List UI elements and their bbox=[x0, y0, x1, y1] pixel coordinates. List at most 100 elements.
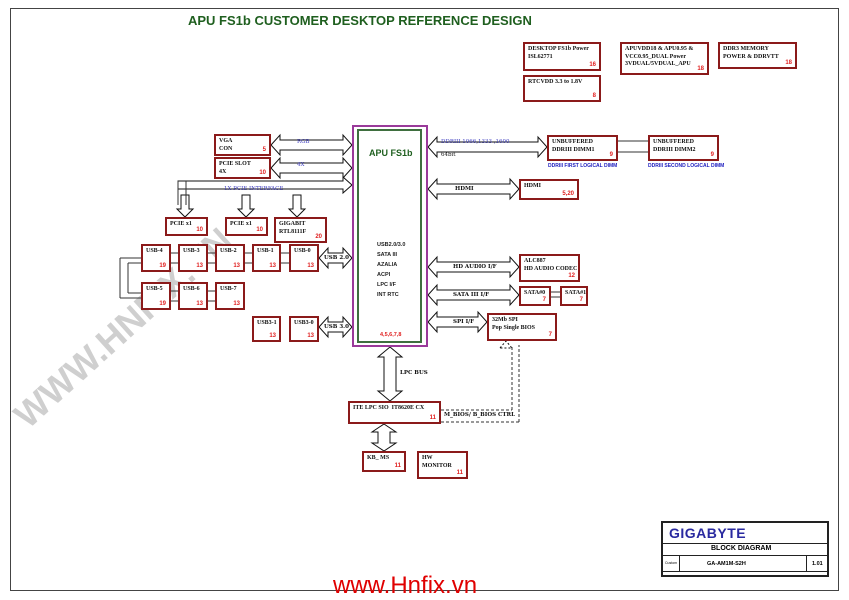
block-label: ITE LPC SIO IT8620E CX bbox=[353, 405, 425, 411]
page-ref: 9 bbox=[710, 152, 714, 158]
page-ref: 13 bbox=[307, 333, 314, 339]
rgb-label: RGB bbox=[297, 139, 310, 145]
page-ref: 7 bbox=[542, 297, 546, 303]
block-label: USB-7 bbox=[220, 286, 237, 292]
block-label: DDR3 MEMORY POWER & DDRVTT bbox=[723, 46, 779, 60]
gigabyte-logo: GIGABYTE bbox=[669, 525, 747, 541]
page-ref: 13 bbox=[196, 301, 203, 307]
block-label: DESKTOP FS1b Power ISL62771 bbox=[528, 46, 589, 60]
block-usb1: USB-1 13 bbox=[252, 244, 281, 272]
block-dimm2: UNBUFFERED DDRIII DIMM2 9 bbox=[648, 135, 719, 161]
double-arrow bbox=[270, 156, 353, 180]
title-block: GIGABYTE BLOCK DIAGRAM Custom GA-AM1M-S2… bbox=[661, 521, 829, 577]
block-usb3: USB-3 13 bbox=[178, 244, 208, 272]
block-label: UNBUFFERED DDRIII DIMM1 bbox=[552, 139, 595, 153]
apu-inner-box bbox=[357, 129, 422, 343]
page-ref: 13 bbox=[269, 263, 276, 269]
block-label: PCIE SLOT 4X bbox=[219, 161, 251, 175]
sata-label: SATA III I/F bbox=[453, 292, 490, 298]
page-ref: 19 bbox=[159, 301, 166, 307]
hdaudio-label: HD AUDIO I/F bbox=[453, 264, 497, 270]
block-label: HDMI bbox=[524, 183, 541, 189]
ddr-label: DDRIII 1066,1333 ,1600 bbox=[441, 139, 510, 145]
page-ref: 13 bbox=[269, 333, 276, 339]
apu-features: USB2.0/3.0 SATA III AZALIA ACPI LPC I/F … bbox=[377, 240, 405, 300]
block-label: HW MONITOR bbox=[422, 455, 452, 469]
page-ref: 11 bbox=[394, 463, 401, 469]
block-label: USB-1 bbox=[257, 248, 274, 254]
block-usb6: USB-6 13 bbox=[178, 282, 208, 310]
block-gigabit: GIGABIT RTL8111F 20 bbox=[274, 217, 327, 243]
dimm2-note: DDRIII SECOND LOGICAL DIMM bbox=[648, 163, 725, 169]
apu-feature: LPC I/F bbox=[377, 282, 396, 288]
apu-outer-box bbox=[352, 125, 428, 347]
block-rtcvdd: RTCVDD 3.3 to 1.8V 8 bbox=[523, 75, 601, 102]
dimm1-note: DDRIII FIRST LOGICAL DIMM bbox=[548, 163, 618, 169]
block-usb4: USB-4 19 bbox=[141, 244, 171, 272]
block-label: APUVDD18 & APU0.95 & VCC0.95_DUAL Power … bbox=[625, 46, 694, 67]
block-apuvdd: APUVDD18 & APU0.95 & VCC0.95_DUAL Power … bbox=[620, 42, 709, 75]
page-ref: 13 bbox=[196, 263, 203, 269]
block-label: VGA CON bbox=[219, 138, 233, 152]
arrow bbox=[376, 346, 404, 402]
block-label: GIGABIT RTL8111F bbox=[279, 221, 307, 235]
x4-label: 4X bbox=[297, 162, 305, 168]
bottom-watermark: www.Hnfix.vn bbox=[333, 572, 478, 599]
block-pcie-slot: PCIE SLOT 4X 10 bbox=[214, 157, 271, 179]
pcie-1x-label: 1X PCIE INTERFACE bbox=[224, 186, 284, 192]
page-ref: 13 bbox=[233, 301, 240, 307]
apu-pages: 4,5,6,7,8 bbox=[380, 332, 402, 338]
block-label: USB-5 bbox=[146, 286, 163, 292]
apu-feature: AZALIA bbox=[377, 262, 398, 268]
double-arrow bbox=[270, 133, 353, 157]
bios-ctrl-label: M_BIOS/ B_BIOS CTRL bbox=[444, 412, 515, 418]
usb30-label: USB 3.0 bbox=[324, 324, 349, 330]
block-label: UNBUFFERED DDRIII DIMM2 bbox=[653, 139, 696, 153]
page-ref: 8 bbox=[592, 93, 596, 99]
block-usb3-1: USB3-1 13 bbox=[252, 316, 281, 342]
block-label: SATA#0 bbox=[524, 290, 546, 296]
lpc-label: LPC BUS bbox=[400, 370, 428, 376]
block-label: 32Mb SPI Pop Single BIOS bbox=[492, 317, 536, 331]
dashed-arrow-head bbox=[498, 340, 514, 349]
spi-label: SPI I/F bbox=[453, 319, 475, 325]
page-ref: 5 bbox=[262, 147, 266, 153]
page-ref: 16 bbox=[589, 62, 596, 68]
block-label: PCIE x1 bbox=[170, 221, 192, 227]
arrow bbox=[236, 194, 256, 218]
block-label: RTCVDD 3.3 to 1.8V bbox=[528, 79, 583, 85]
block-hdmi: HDMI 5,20 bbox=[519, 179, 579, 200]
block-label: USB3-1 bbox=[257, 320, 277, 326]
page-ref: 10 bbox=[259, 170, 266, 176]
bit-label: 64bit bbox=[441, 152, 456, 158]
arrow bbox=[370, 423, 398, 452]
page-ref: 5,20 bbox=[562, 191, 574, 197]
hdmi-label: HDMI bbox=[455, 186, 474, 192]
page-ref: 13 bbox=[307, 263, 314, 269]
apu-feature: ACPI bbox=[377, 272, 391, 278]
block-label: USB-6 bbox=[183, 286, 200, 292]
apu-feature: USB2.0/3.0 bbox=[377, 242, 406, 248]
block-label: USB-3 bbox=[183, 248, 200, 254]
page-ref: 13 bbox=[233, 263, 240, 269]
page-ref: 20 bbox=[315, 234, 322, 240]
page-ref: 19 bbox=[159, 263, 166, 269]
block-label: SATA#1 bbox=[565, 290, 587, 296]
block-usb3-0: USB3-0 13 bbox=[289, 316, 319, 342]
block-label: KB_ MS bbox=[367, 455, 390, 461]
apu-feature: SATA III bbox=[377, 252, 398, 258]
apu-feature: INT RTC bbox=[377, 292, 399, 298]
arrow bbox=[287, 194, 307, 218]
block-label: USB3-0 bbox=[294, 320, 314, 326]
block-label: USB-4 bbox=[146, 248, 163, 254]
page-ref: 7 bbox=[579, 297, 583, 303]
